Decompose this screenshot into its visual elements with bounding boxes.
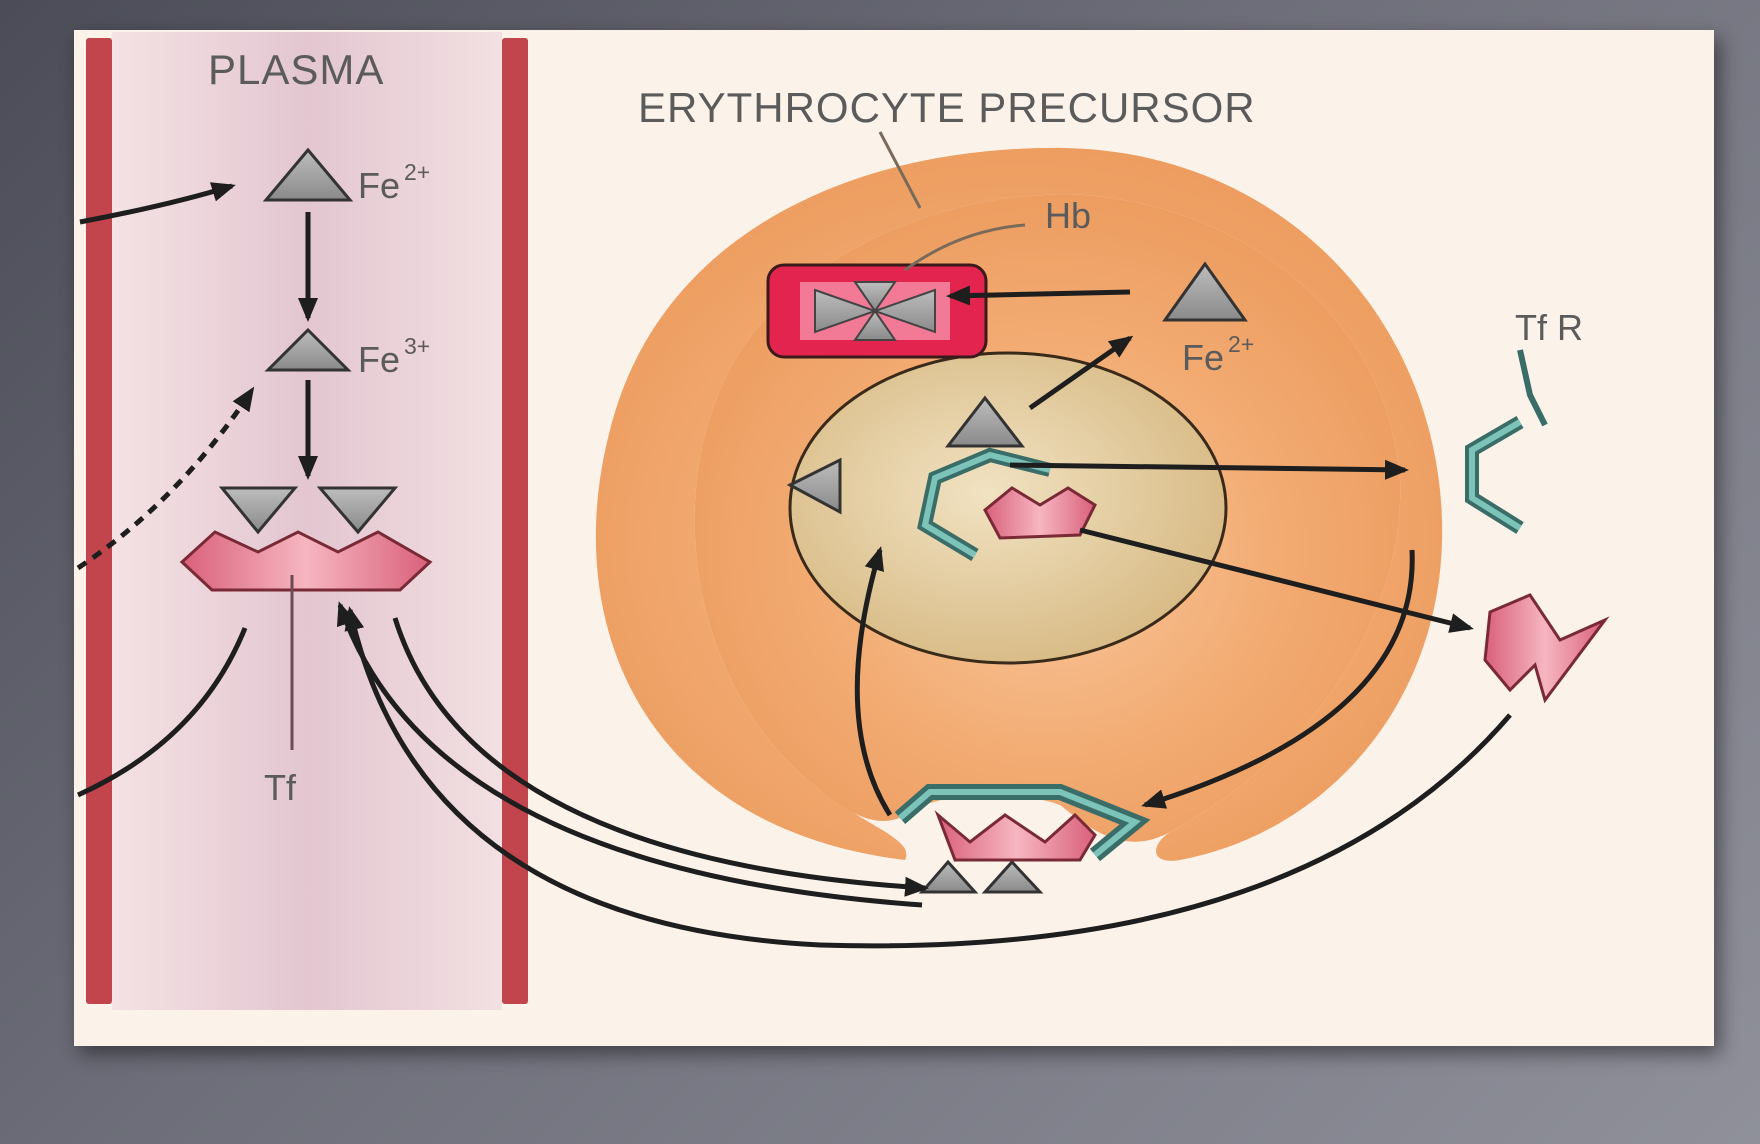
hemoglobin-symbol [768, 265, 986, 357]
label-hb: Hb [1045, 195, 1091, 236]
tfr-pointer-line [1520, 350, 1545, 425]
svg-text:Fe: Fe [358, 339, 400, 380]
label-erythrocyte-precursor: ERYTHROCYTE PRECURSOR [638, 84, 1256, 131]
svg-text:Fe: Fe [1182, 337, 1224, 378]
label-tf: Tf [264, 767, 297, 808]
apotransferrin-released [1485, 595, 1605, 700]
svg-text:2+: 2+ [404, 159, 430, 185]
fe-bottom-triangle-left [922, 862, 975, 892]
svg-text:2+: 2+ [1228, 331, 1254, 357]
label-plasma: PLASMA [208, 46, 384, 93]
svg-text:Fe: Fe [358, 165, 400, 206]
label-tfr: Tf R [1515, 307, 1583, 348]
svg-text:3+: 3+ [404, 333, 430, 359]
transferrin-plasma [182, 532, 430, 590]
vessel-wall-left [86, 38, 112, 1004]
fe-bottom-triangle-right [985, 862, 1040, 892]
